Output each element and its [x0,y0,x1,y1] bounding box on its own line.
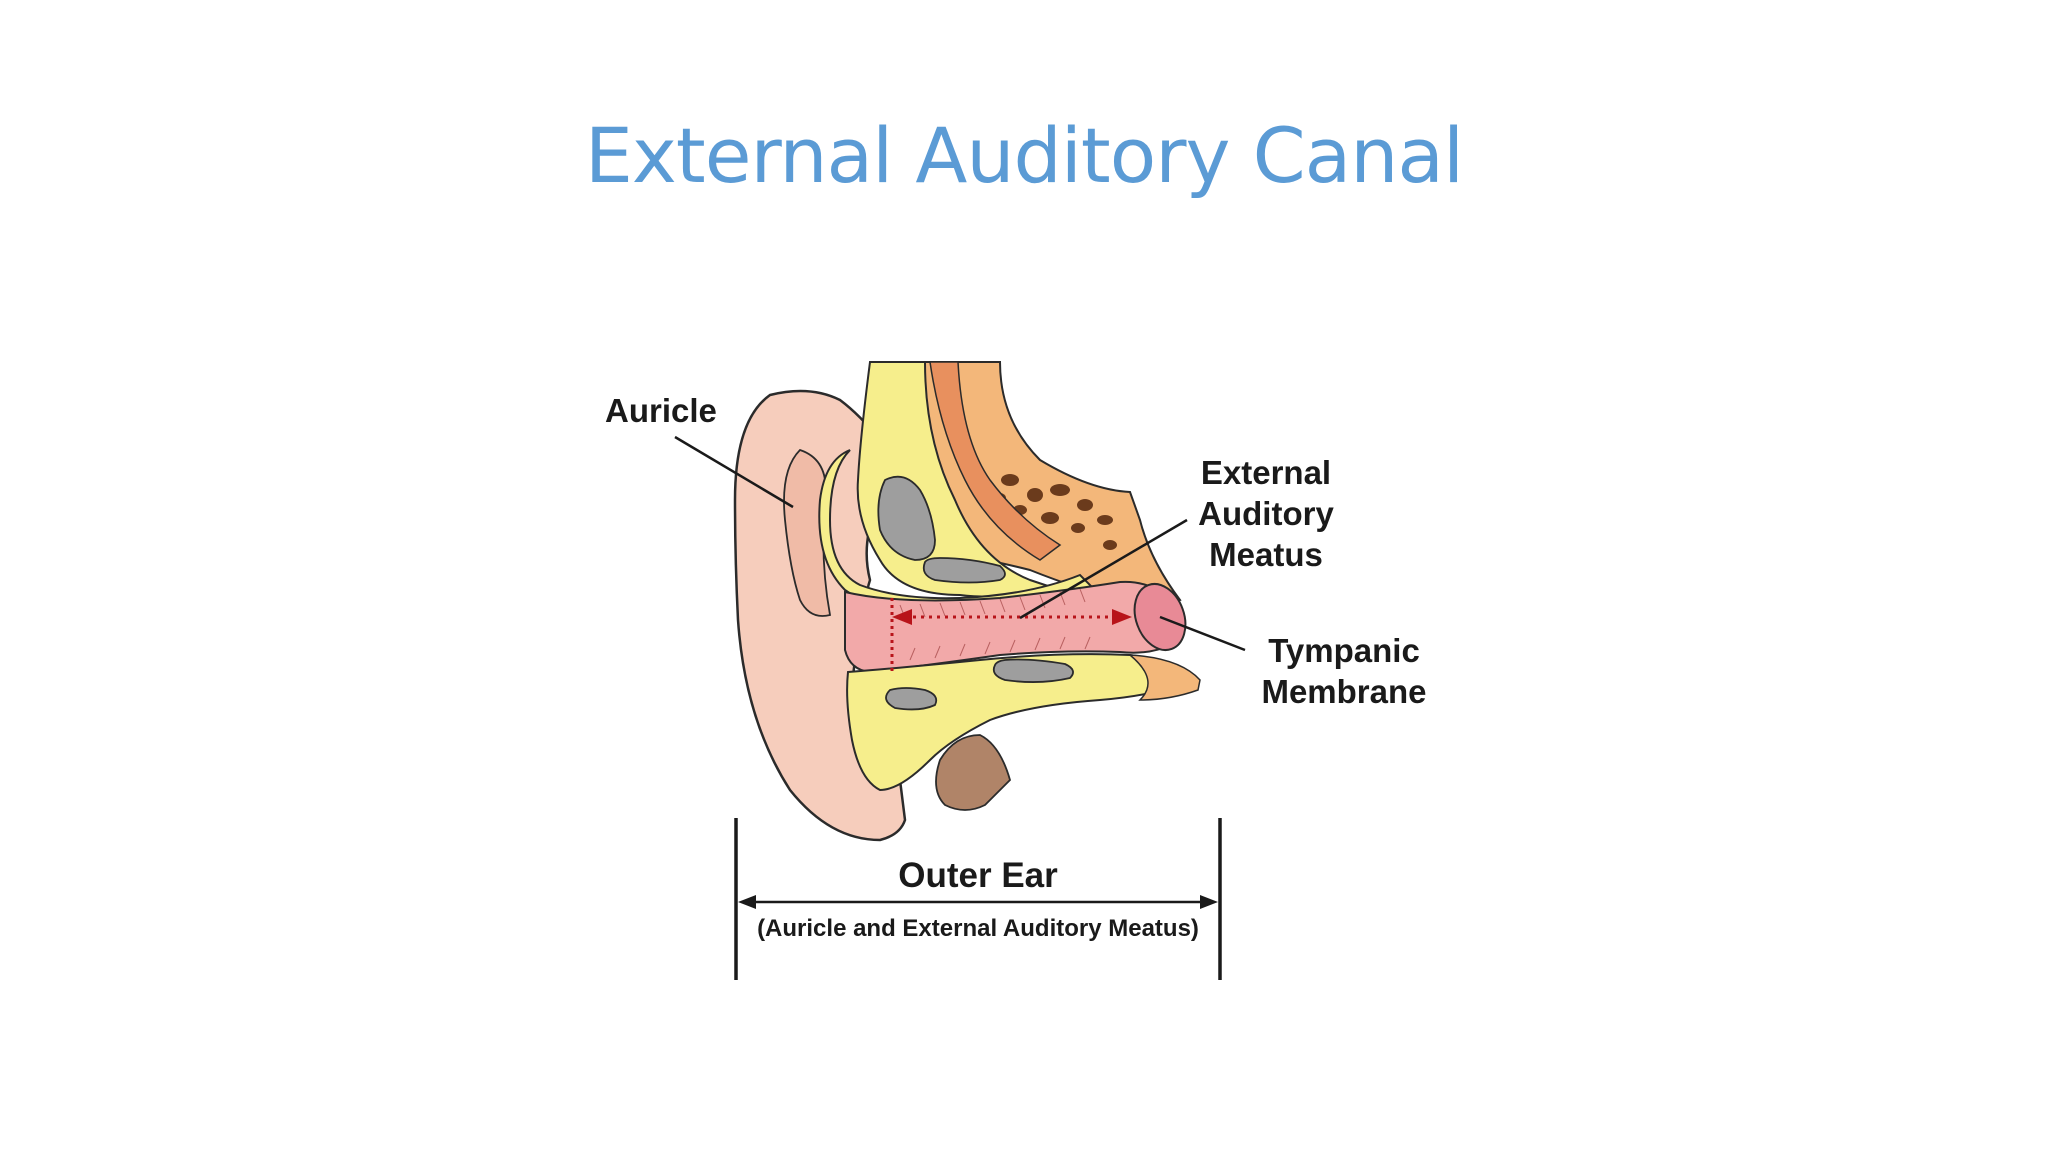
label-outer-ear: Outer Ear [898,856,1058,895]
eam-leader-line [1019,518,1188,620]
label-eam-line1: External [1201,454,1331,491]
outer-ear-arrow-right-head [1200,895,1218,909]
bone-stripe [929,361,1062,561]
cavity-lower-2 [885,687,938,711]
label-eam-line2: Auditory [1198,495,1334,532]
tm-leader-line [1159,615,1246,652]
slide-title: External Auditory Canal [584,111,1464,200]
label-tm-line2: Membrane [1261,673,1426,710]
canal-arrow-right-head [1112,609,1132,625]
auricle-leader-line [674,435,794,509]
label-auricle: Auricle [605,392,717,429]
cartilage-lower [846,653,1192,792]
cavity-upper-2 [922,557,1006,584]
cavity-upper-1 [877,475,936,561]
lower-tissue-strip [1127,654,1201,701]
label-outer-ear-sub: (Auricle and External Auditory Meatus) [757,915,1199,942]
outer-ear-arrow-left-head [738,895,756,909]
label-eam-line3: Meatus [1209,536,1323,573]
canal-arrow-left-head [892,609,912,625]
lower-soft-tissue [935,734,1012,811]
label-tm-line1: Tympanic [1268,632,1420,669]
cavity-lower-1 [992,658,1074,683]
